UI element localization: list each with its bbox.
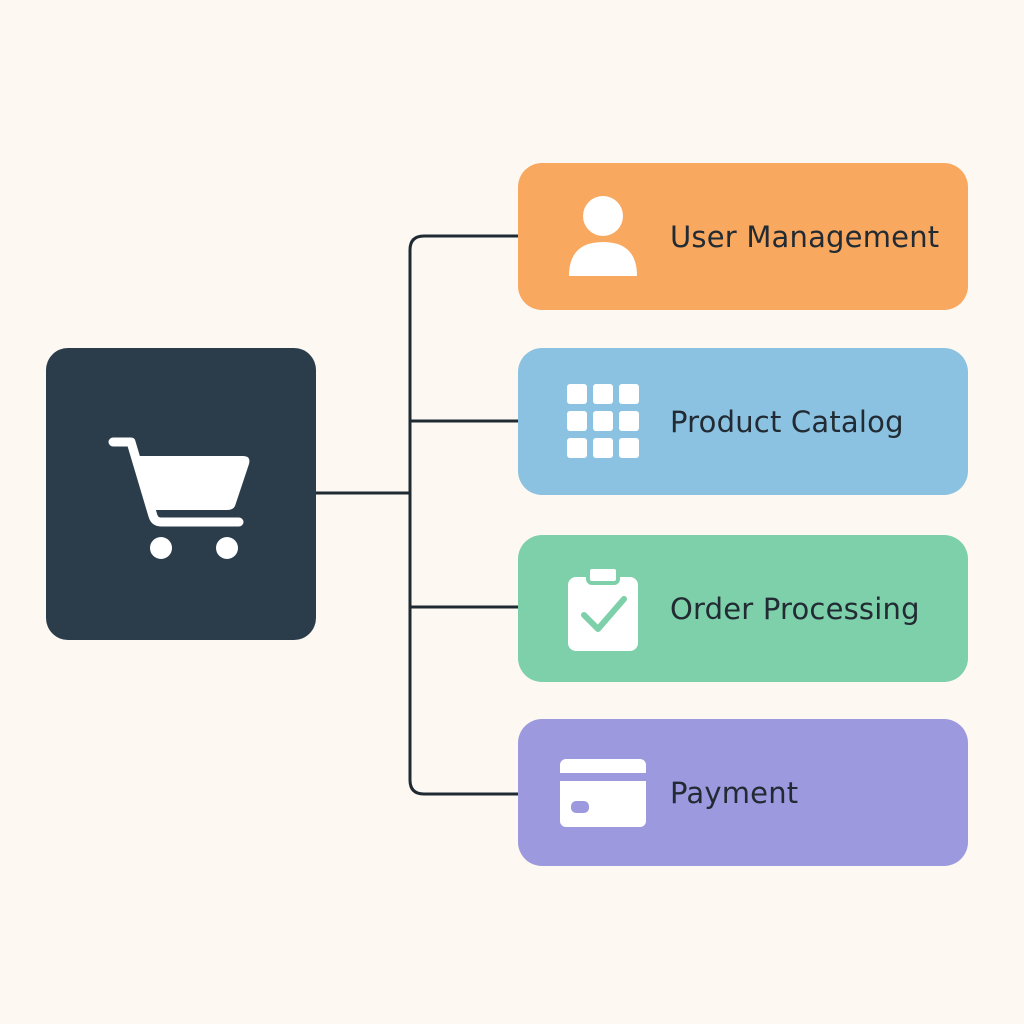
credit-card-icon	[558, 748, 648, 838]
root-node-shopping-cart[interactable]	[46, 348, 316, 640]
user-icon	[558, 192, 648, 282]
module-order-processing[interactable]: Order Processing	[518, 535, 968, 682]
module-payment[interactable]: Payment	[518, 719, 968, 866]
module-user-management[interactable]: User Management	[518, 163, 968, 310]
grid-icon	[558, 377, 648, 467]
module-label: Payment	[670, 775, 799, 810]
clipboard-check-icon	[558, 564, 648, 654]
module-label: User Management	[670, 219, 940, 254]
shopping-cart-icon	[108, 437, 250, 559]
module-label: Order Processing	[670, 591, 920, 626]
connector-spine	[408, 234, 518, 796]
module-label: Product Catalog	[670, 404, 904, 439]
module-product-catalog[interactable]: Product Catalog	[518, 348, 968, 495]
